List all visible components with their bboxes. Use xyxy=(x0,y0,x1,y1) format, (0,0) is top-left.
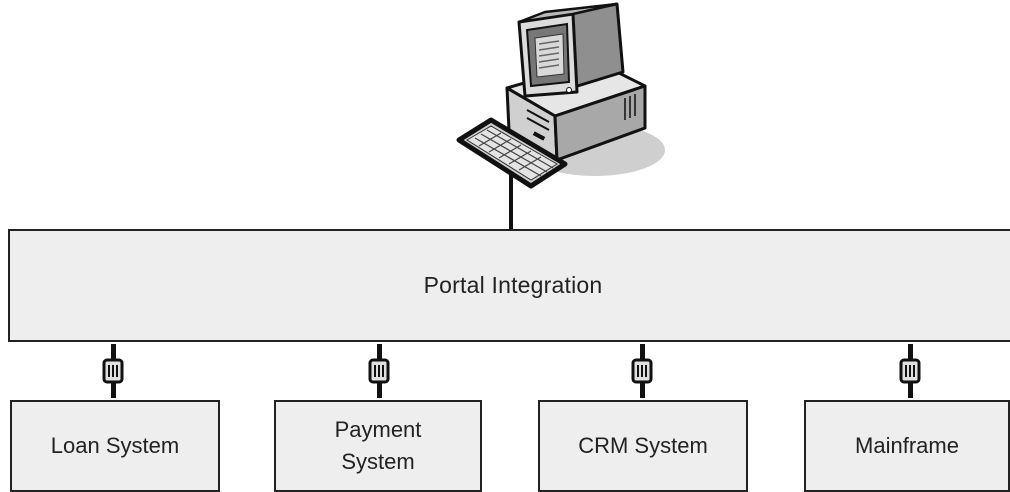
network-plug-icon xyxy=(102,344,124,398)
payment-system-label: Payment System xyxy=(334,417,422,474)
mainframe-box: Mainframe xyxy=(804,400,1010,492)
loan-system-box: Loan System xyxy=(10,400,220,492)
desktop-computer-icon xyxy=(456,2,665,212)
mainframe-label: Mainframe xyxy=(855,433,959,458)
portal-integration-bar: Portal Integration xyxy=(8,229,1010,342)
workstation-cable xyxy=(509,188,513,230)
network-plug-icon xyxy=(899,344,921,398)
loan-system-label: Loan System xyxy=(50,433,180,458)
network-plug-icon xyxy=(631,344,653,398)
network-plug-icon xyxy=(368,344,390,398)
payment-system-box: Payment System xyxy=(274,400,482,492)
crm-system-label: CRM System xyxy=(578,433,708,458)
portal-integration-label: Portal Integration xyxy=(423,272,603,298)
crm-system-box: CRM System xyxy=(538,400,748,492)
